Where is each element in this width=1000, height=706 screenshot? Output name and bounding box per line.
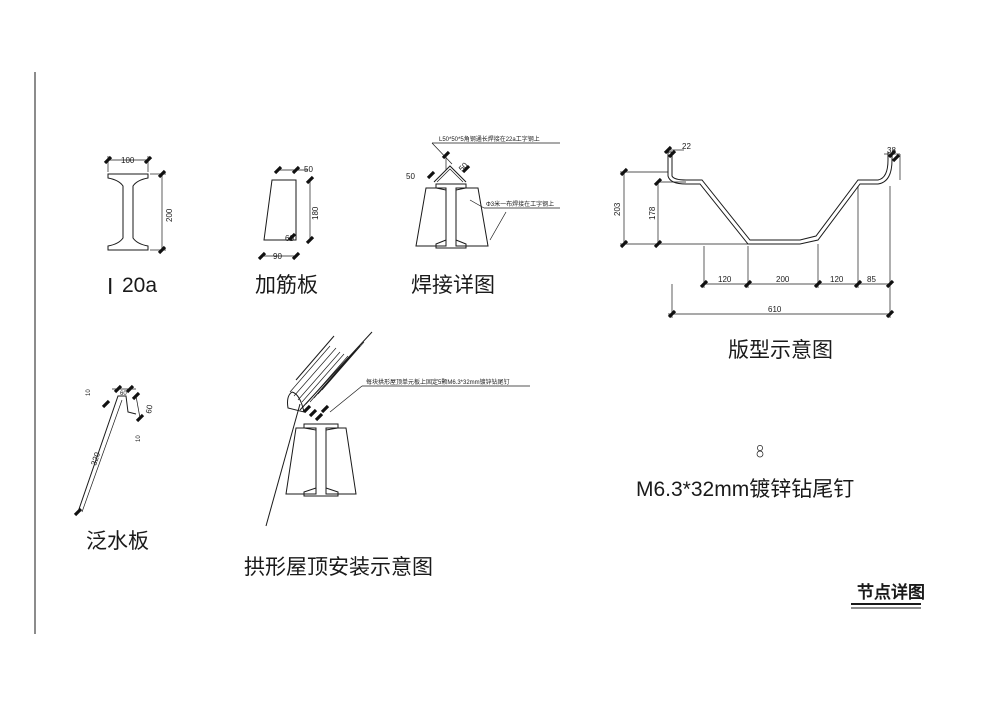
stiffener-dim-height: 180 [311,206,320,220]
stiffener-label: 加筋板 [255,274,318,297]
profile-dim-inner-height: 178 [648,206,657,220]
arch-roof-install: 每块拱形屋顶单元板上固定5颗M6.3*32mm镀锌钻尾钉 拱形屋顶安装示意图 [244,331,530,579]
weld-detail: 50 50 L50*50*5角钢通长焊接在22a工字钢上 Φ3米一布焊接在工字钢… [406,135,560,297]
weld-label: 焊接详图 [411,274,495,297]
profile-dim-lip-left: 22 [682,142,691,151]
flashing-note-a: 10 [86,389,92,396]
arch-note: 每块拱形屋顶单元板上固定5颗M6.3*32mm镀锌钻尾钉 [366,378,510,386]
flashing-label: 泛水板 [86,530,149,553]
flashing-dim-top: 60 [120,391,127,397]
ibeam-dim-height: 200 [165,208,174,222]
stiffener-outline [263,179,297,241]
weld-angle-steel [433,165,467,183]
profile-label: 版型示意图 [728,339,833,362]
arch-screw-marks [302,404,330,422]
self-drilling-screw: M6.3*32mm镀锌钻尾钉 [636,445,854,501]
weld-dim-right: 50 [457,160,470,173]
profile-dim-seg-1: 120 [718,275,732,284]
stiffener-plate: 50 180 60 90 加筋板 [255,165,320,297]
flashing-note-b: 10 [136,435,142,442]
profile-dim-overall-height: 203 [613,202,622,216]
ibeam-dim-width: 100 [121,156,135,165]
weld-ibeam [435,183,467,249]
drawing-title: 节点详图 [857,582,925,602]
arch-ibeam [303,423,339,497]
arch-label: 拱形屋顶安装示意图 [244,556,433,579]
profile-dim-seg-3: 120 [830,275,844,284]
flashing-outline [77,395,137,513]
profile-dim-seg-2: 200 [776,275,790,284]
ibeam-outline [107,173,149,251]
flashing-plate: 320 60 60 10 10 泛水板 [73,384,155,553]
screw-label: M6.3*32mm镀锌钻尾钉 [636,478,854,501]
profile-dim-seg-4: 85 [867,275,876,284]
flashing-dim-length: 320 [89,451,102,467]
weld-note-rebar: Φ3米一布焊接在工字钢上 [486,200,554,208]
profile-dim-lip-right: 38 [887,146,896,155]
weld-note-angle: L50*50*5角钢通长焊接在22a工字钢上 [439,135,540,143]
stiffener-dim-bottom: 90 [273,252,282,261]
screw-icon [756,445,764,458]
drawing-title-block: 节点详图 [851,582,925,609]
profile-diagram: 203 178 22 38 120 200 120 85 610 版型示意图 [613,142,901,362]
arch-roof-panel [287,331,373,413]
weld-dim-left: 50 [406,172,415,181]
ibeam-label-i: I [107,273,113,299]
profile-outline [667,152,893,245]
flashing-dim-fold: 60 [144,403,155,414]
ibeam-label-suffix: 20a [122,274,157,297]
profile-dim-total: 610 [768,305,782,314]
ibeam-section: 100 200 I 20a [103,155,174,299]
stiffener-dim-top: 50 [304,165,313,174]
